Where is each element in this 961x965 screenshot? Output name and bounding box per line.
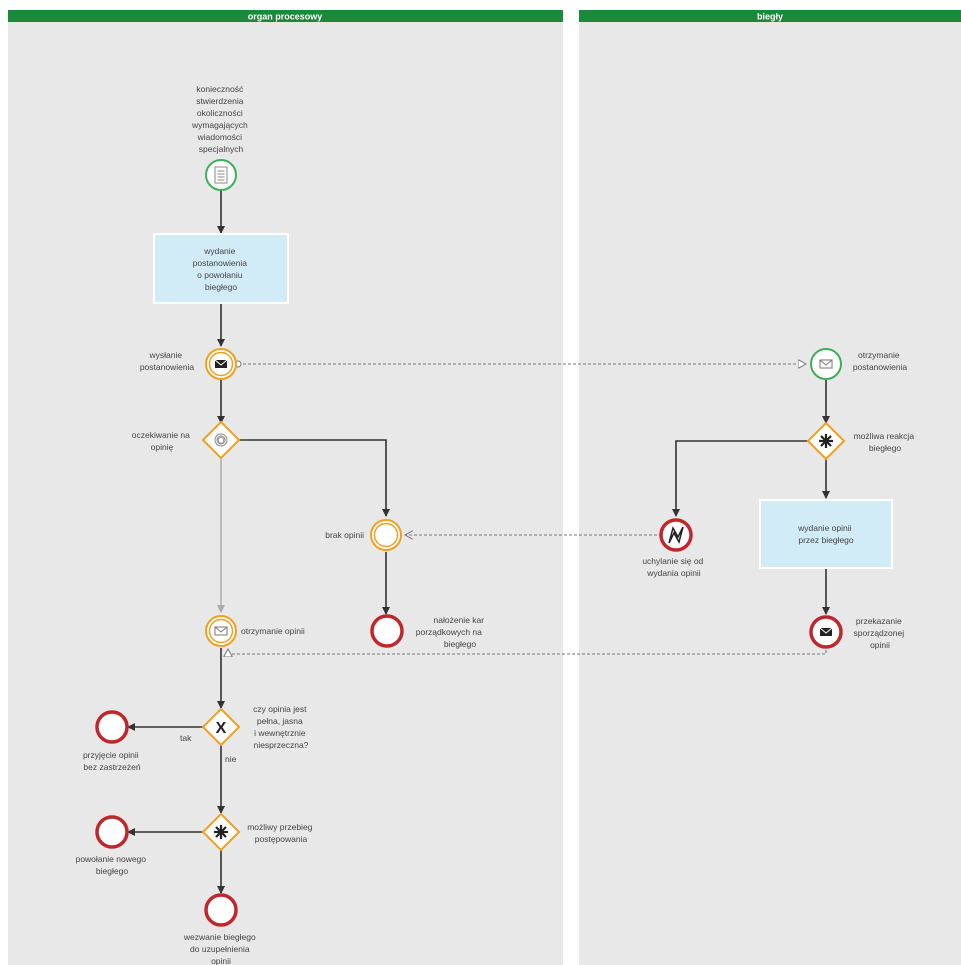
exclusive-x-icon: X (216, 720, 227, 737)
lane-biegly: biegły (579, 10, 961, 965)
sequence-flows (127, 190, 830, 894)
send-opinion-label: przekazanie sporządzonej opinii (854, 616, 907, 650)
lane-background (579, 10, 961, 965)
complex-gateway-icon (214, 825, 228, 839)
message-flow-opinion (228, 649, 827, 654)
evasion-label: uchylanie się od wydania opinii (642, 556, 705, 578)
no-label: nie (225, 754, 237, 764)
receive-opinion-label: otrzymanie opinii (241, 626, 305, 636)
summon-end-event[interactable] (204, 893, 238, 927)
receive-decision-label: otrzymanie postanowienia (853, 350, 908, 372)
task-issue-opinion[interactable]: wydanie opinii przez biegłego (759, 499, 893, 569)
task-issue-decision[interactable]: wydanie postanowienia o powołaniu biegłe… (153, 233, 289, 304)
flow-await-to-no-opinion (239, 439, 390, 517)
possible-reaction-label: możliwa reakcja biegłego (854, 431, 917, 453)
lane-organ-procesowy: organ procesowy (8, 10, 563, 965)
flow-reaction-to-evasion (672, 440, 808, 517)
message-flows (228, 364, 827, 654)
start-event[interactable] (205, 159, 237, 191)
summon-label: wezwanie biegłego do uzupełnienia opinii (183, 932, 258, 965)
send-decision-label: wysłanie postanowienia (140, 350, 195, 372)
no-opinion-event[interactable] (370, 519, 402, 551)
lane-header (8, 10, 563, 22)
receive-decision-event[interactable] (810, 348, 842, 380)
send-opinion-end-event[interactable] (809, 615, 843, 649)
document-icon (214, 166, 228, 184)
lane-title-left: organ procesowy (248, 12, 323, 22)
question-gateway[interactable]: X (201, 707, 241, 747)
possible-reaction-gateway[interactable] (806, 421, 846, 461)
lane-header (579, 10, 961, 22)
envelope-outline-icon (214, 626, 228, 636)
accept-end-event[interactable] (95, 710, 129, 744)
await-opinion-gateway[interactable] (201, 420, 241, 460)
envelope-outline-icon (819, 359, 833, 369)
envelope-filled-icon (214, 359, 228, 368)
envelope-filled-icon (819, 627, 833, 636)
penalties-end-event[interactable] (370, 614, 404, 648)
start-event-label: konieczność stwierdzenia okoliczności wy… (191, 84, 250, 154)
task-issue-label: wydanie postanowienia o powołaniu biegłe… (193, 246, 250, 292)
error-icon (668, 526, 684, 544)
no-opinion-label: brak opinii (325, 530, 364, 540)
possible-course-gateway[interactable] (201, 812, 241, 852)
appoint-new-label: powołanie nowego biegłego (76, 854, 149, 876)
lane-background (8, 10, 563, 965)
penalties-label: nałożenie kar porządkowych na biegłego (416, 615, 487, 649)
await-opinion-label: oczekiwanie na opinię (132, 430, 193, 452)
possible-course-label: możliwy przebieg postępowania (247, 822, 315, 844)
lane-title-right: biegły (757, 12, 783, 22)
task-opinion-label: wydanie opinii przez biegłego (797, 523, 854, 545)
evasion-end-event[interactable] (659, 518, 693, 552)
receive-opinion-event[interactable] (205, 615, 237, 647)
accept-label: przyjęcie opinii bez zastrzeżeń (83, 750, 141, 772)
send-decision-event[interactable] (205, 348, 237, 380)
question-label: czy opinia jest pełna, jasna i wewnętrzn… (253, 704, 309, 750)
appoint-new-end-event[interactable] (95, 815, 129, 849)
event-based-gateway-icon (214, 433, 228, 447)
complex-gateway-icon (819, 434, 833, 448)
yes-label: tak (180, 733, 192, 743)
